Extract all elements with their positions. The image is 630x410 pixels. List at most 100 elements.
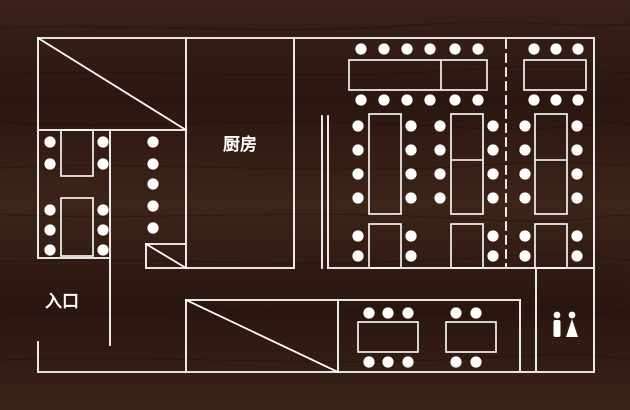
seat <box>571 120 583 132</box>
seat <box>44 158 56 170</box>
seat <box>147 158 159 170</box>
seat <box>519 230 531 242</box>
seat <box>363 356 375 368</box>
seat <box>147 178 159 190</box>
seat <box>352 250 364 262</box>
seat <box>434 144 446 156</box>
seat <box>450 307 462 319</box>
seat <box>472 43 484 55</box>
seat <box>402 356 414 368</box>
seat <box>352 144 364 156</box>
entrance-label: 入口 <box>45 292 79 312</box>
seat <box>424 43 436 55</box>
seat <box>470 356 482 368</box>
seat <box>571 144 583 156</box>
seat <box>147 200 159 212</box>
seat <box>472 94 484 106</box>
seat <box>363 307 375 319</box>
seat <box>434 168 446 180</box>
seat <box>470 307 482 319</box>
table <box>534 223 568 269</box>
seat <box>97 136 109 148</box>
seat <box>401 43 413 55</box>
seat <box>352 230 364 242</box>
seat <box>519 144 531 156</box>
left-booth-partition <box>37 129 111 346</box>
table <box>450 113 484 215</box>
seat <box>571 250 583 262</box>
table <box>445 321 497 353</box>
table <box>60 197 94 257</box>
seat <box>352 192 364 204</box>
seat <box>382 356 394 368</box>
seat <box>401 94 413 106</box>
seat <box>528 94 540 106</box>
seat <box>550 43 562 55</box>
outer-wall <box>37 37 595 373</box>
seat <box>378 43 390 55</box>
seat <box>405 250 417 262</box>
wood-grain <box>0 21 630 363</box>
seat <box>44 204 56 216</box>
seat <box>519 250 531 262</box>
seat <box>382 307 394 319</box>
seat <box>44 136 56 148</box>
seat <box>434 120 446 132</box>
table <box>534 113 568 215</box>
seat <box>147 222 159 234</box>
restroom-icon <box>553 311 578 337</box>
seat <box>571 230 583 242</box>
seat <box>97 158 109 170</box>
table <box>368 223 402 269</box>
seat <box>352 120 364 132</box>
seat <box>97 244 109 256</box>
seat <box>487 120 499 132</box>
seat <box>352 168 364 180</box>
seat <box>424 94 436 106</box>
seat <box>449 94 461 106</box>
seat <box>44 224 56 236</box>
seat <box>519 120 531 132</box>
seat <box>405 192 417 204</box>
seat <box>449 43 461 55</box>
seat <box>405 144 417 156</box>
table <box>60 129 94 177</box>
storage-bottom <box>184 298 521 374</box>
seat <box>528 43 540 55</box>
seat <box>147 136 159 148</box>
seat <box>572 94 584 106</box>
seat <box>572 43 584 55</box>
seat <box>487 192 499 204</box>
seat <box>97 224 109 236</box>
seat <box>378 94 390 106</box>
seat <box>571 168 583 180</box>
counter-corner <box>144 242 188 270</box>
seat <box>487 144 499 156</box>
seat <box>450 356 462 368</box>
seat <box>44 244 56 256</box>
table <box>450 223 484 269</box>
seat <box>355 94 367 106</box>
seats <box>44 43 584 368</box>
seat <box>519 192 531 204</box>
seat <box>550 94 562 106</box>
kitchen-label: 厨房 <box>223 134 257 155</box>
tables <box>60 59 587 353</box>
seat <box>405 230 417 242</box>
seat <box>487 250 499 262</box>
seat <box>402 307 414 319</box>
seat <box>519 168 531 180</box>
table <box>368 113 402 215</box>
seat <box>434 192 446 204</box>
table <box>523 59 587 91</box>
table <box>357 321 419 353</box>
seat <box>355 43 367 55</box>
seat <box>571 192 583 204</box>
seat <box>487 168 499 180</box>
seat <box>97 204 109 216</box>
kitchen-area <box>185 37 295 269</box>
seat <box>487 230 499 242</box>
seat <box>405 168 417 180</box>
table <box>348 59 488 91</box>
